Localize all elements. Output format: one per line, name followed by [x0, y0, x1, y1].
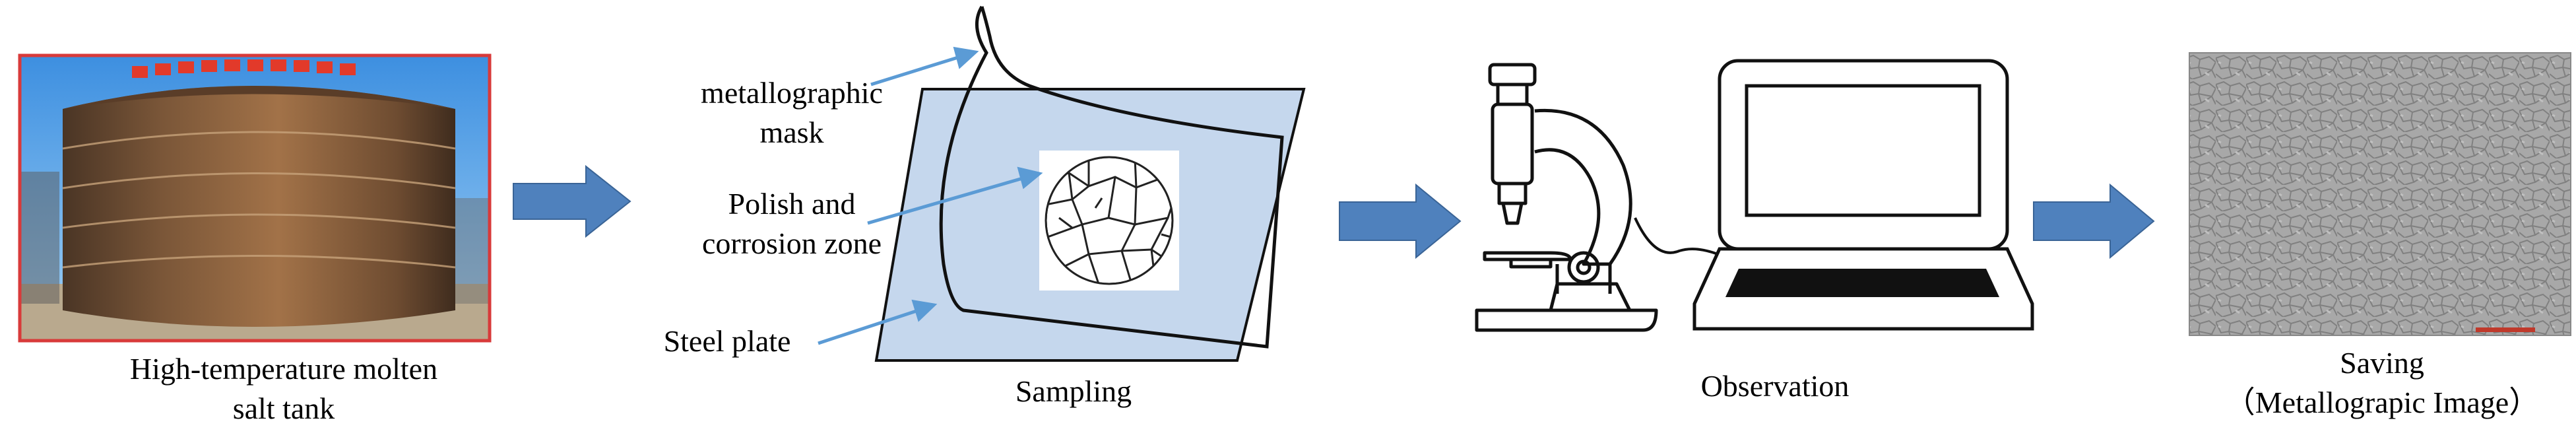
saving-label-line2: （Metallograpic Image）	[2225, 386, 2539, 419]
callout-mask-line1: metallographic	[701, 76, 883, 110]
callout-plate: Steel plate	[664, 324, 791, 358]
flow-arrow	[2033, 183, 2155, 259]
callout-mask-line2: mask	[759, 116, 823, 149]
micrograph-image	[2189, 52, 2571, 336]
cable	[1634, 217, 1720, 256]
saving-label-line1: Saving	[2340, 346, 2424, 380]
observation-label: Observation	[1701, 369, 1850, 403]
callout-zone-line1: Polish and	[728, 187, 856, 221]
flow-arrow	[1339, 183, 1462, 259]
callout-zone-line2: corrosion zone	[702, 226, 882, 260]
metallographic-mask	[939, 5, 1284, 349]
scale-bar	[2476, 327, 2535, 332]
tank-label-line1: High-temperature molten	[130, 352, 437, 386]
callout-arrows	[818, 46, 1043, 345]
sampling-label: Sampling	[1015, 374, 1132, 408]
microstructure	[1039, 151, 1179, 290]
flow-arrow	[513, 164, 631, 238]
tank-label-line2: salt tank	[233, 392, 335, 425]
microscope-icon	[1475, 63, 1658, 332]
laptop-icon	[1692, 59, 2034, 331]
tank-photo	[18, 53, 492, 343]
